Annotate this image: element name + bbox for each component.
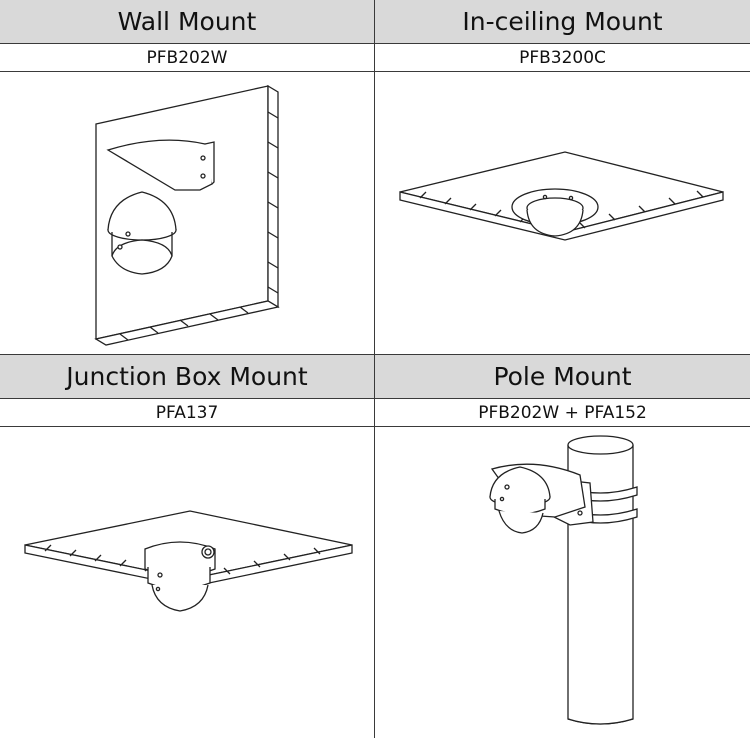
camera-bracket: [106, 139, 215, 191]
pole-mount-drawing: [489, 435, 638, 725]
in-ceiling-mount-model: PFB3200C: [375, 44, 750, 72]
pole-mount-title: Pole Mount: [375, 355, 750, 399]
junction-box-mount-illustration: [0, 427, 375, 738]
wall-mount-model: PFB202W: [0, 44, 375, 72]
dome-camera: [107, 191, 177, 275]
wall-mount-title: Wall Mount: [0, 0, 375, 44]
in-ceiling-mount-drawing: [399, 151, 724, 241]
junction-box-mount-model: PFA137: [0, 399, 375, 427]
junction-dome-camera: [147, 567, 211, 612]
wall-mount-illustration: [0, 72, 375, 355]
in-ceiling-mount-title: In-ceiling Mount: [375, 0, 750, 44]
pole-dome-camera: [489, 466, 551, 534]
in-ceiling-mount-illustration: [375, 72, 750, 355]
in-ceiling-dome: [511, 188, 599, 237]
junction-box-mount-drawing: [24, 510, 353, 612]
pole-mount-model: PFB202W + PFA152: [375, 399, 750, 427]
pole-mount-illustration: [375, 427, 750, 738]
wall-mount-drawing: [94, 84, 280, 346]
junction-box-mount-title: Junction Box Mount: [0, 355, 375, 399]
